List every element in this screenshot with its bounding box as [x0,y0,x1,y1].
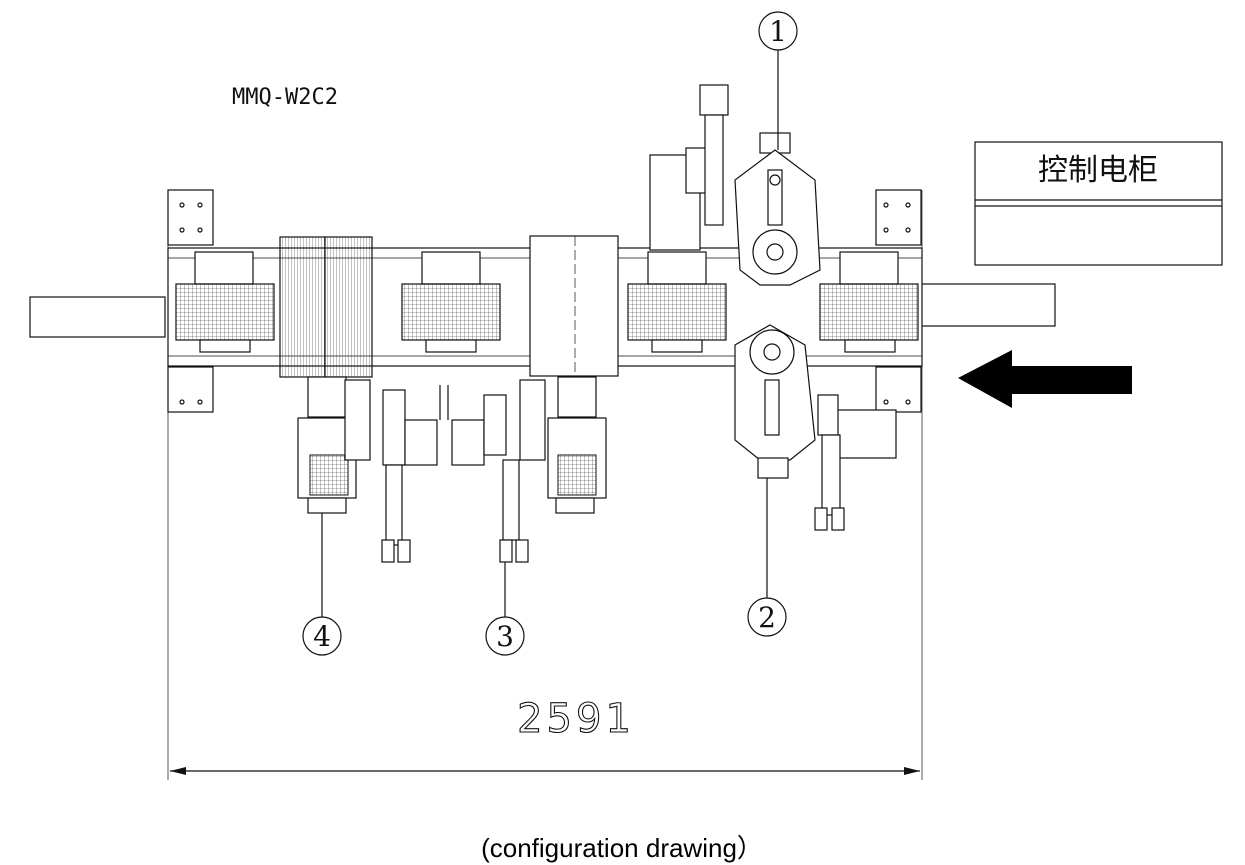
control-cabinet-label: 控制电柜 [1038,153,1158,188]
motor-unit-4 [297,376,371,514]
sanding-head-2 [734,324,897,531]
svg-text:3: 3 [496,620,514,653]
callout-1: 1 [758,11,798,150]
brush-housing-3 [529,235,619,377]
left-arrow-icon [958,350,1132,408]
sanding-head-1 [649,84,821,286]
callout-4: 4 [302,513,342,656]
dimension-value: 2591 [517,696,635,742]
motor-unit-3 [519,376,607,514]
svg-text:2: 2 [758,601,776,634]
callout-2: 2 [747,478,787,637]
overall-length-dimension: 2591 [170,695,920,775]
brush-housing-4 [279,236,373,378]
infeed-table [919,283,1056,327]
model-label: MMQ-W2C2 [232,85,338,110]
feed-roller-units [175,251,919,353]
svg-text:1: 1 [769,15,787,48]
svg-text:4: 4 [313,620,331,653]
drawing-caption: (configuration drawing） [481,833,763,863]
pneumatic-cylinders [381,385,529,563]
outfeed-table [29,296,166,338]
callout-3: 3 [485,562,525,656]
machine-frame [167,189,923,780]
control-cabinet: 控制电柜 [974,141,1223,266]
